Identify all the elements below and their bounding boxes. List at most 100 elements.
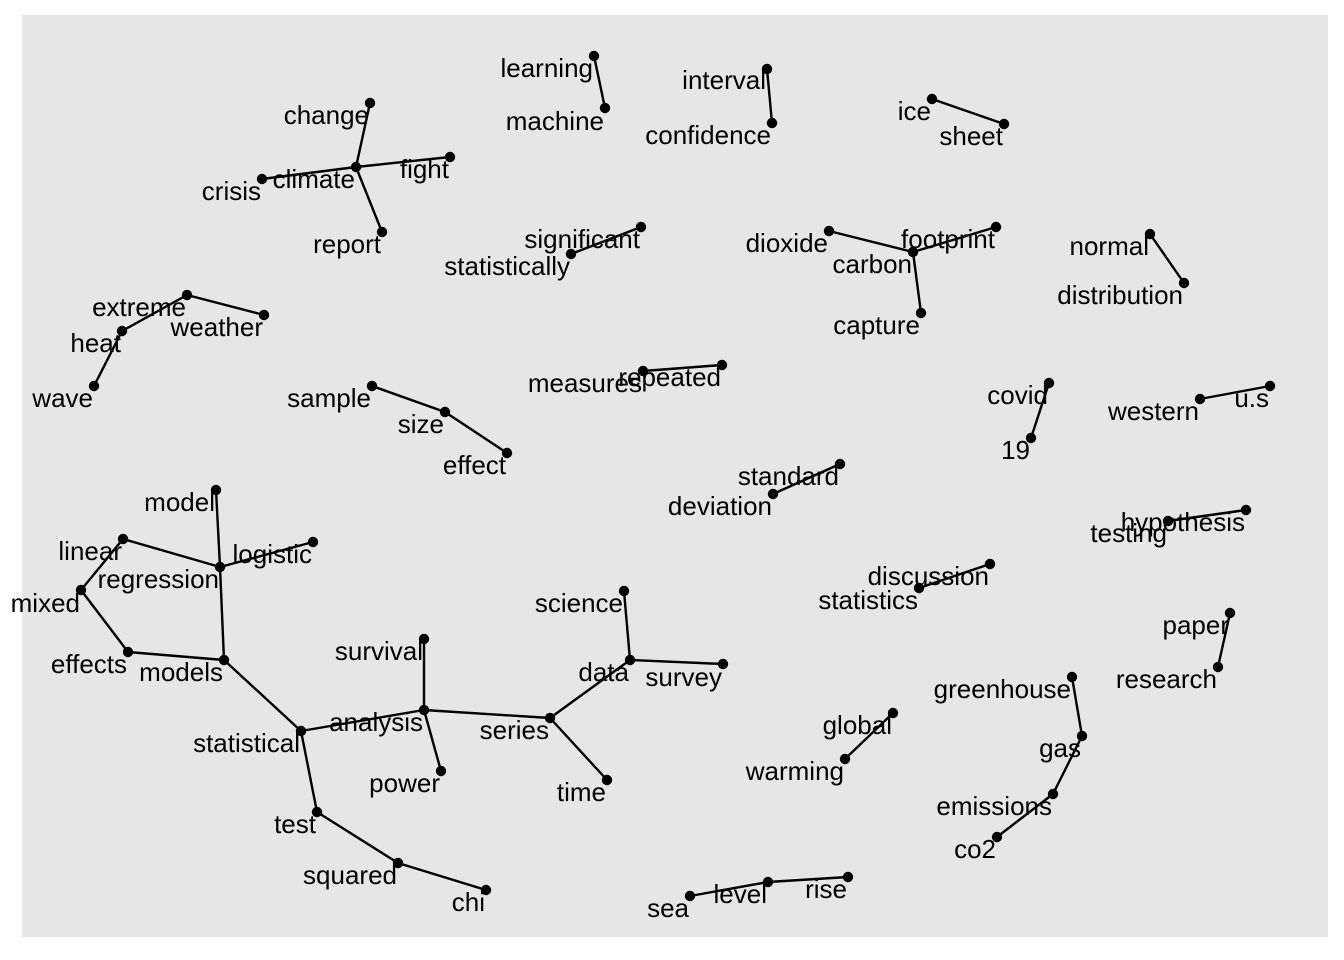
edge-interval-confidence	[765, 67, 774, 125]
edge-squared-chi	[396, 861, 488, 892]
edge-sea-level	[688, 880, 770, 898]
node-label-survey: survey	[645, 662, 722, 692]
node-dioxide	[823, 225, 835, 237]
edge-climate-fight	[354, 155, 452, 169]
edge-measures-repeated	[641, 363, 724, 373]
edge-science-data	[622, 589, 632, 662]
edge-layer	[79, 54, 1272, 898]
node-survival	[418, 633, 430, 645]
node-discussion	[984, 558, 996, 570]
node-label-machine: machine	[506, 106, 604, 136]
node-label-n19: 19	[1001, 435, 1030, 465]
node-statistically	[565, 248, 577, 260]
node-label-research: research	[1116, 664, 1217, 694]
node-distribution	[1178, 277, 1190, 289]
node-label-change: change	[284, 100, 369, 130]
node-linear	[117, 533, 129, 545]
edge-linear-regression	[121, 537, 222, 569]
edge-mixed-effects	[79, 588, 130, 654]
node-co2	[991, 831, 1003, 843]
node-chi	[480, 884, 492, 896]
node-label-testing: testing	[1090, 518, 1167, 548]
node-models	[218, 654, 230, 666]
node-label-fight: fight	[400, 154, 450, 184]
node-label-heat: heat	[70, 328, 121, 358]
node-standard	[834, 458, 846, 470]
node-effect	[501, 447, 513, 459]
node-effects	[122, 646, 134, 658]
edge-test-squared	[315, 810, 400, 865]
node-data	[624, 654, 636, 666]
edge-models-statistical	[222, 658, 303, 733]
node-significant	[635, 221, 647, 233]
edge-warming-global	[843, 711, 895, 761]
node-greenhouse	[1066, 671, 1078, 683]
node-sample	[366, 380, 378, 392]
edge-change-climate	[354, 101, 372, 169]
plot-panel	[22, 15, 1328, 937]
edge-learning-machine	[592, 54, 607, 110]
edge-gas-emissions	[1051, 734, 1084, 796]
node-label-co2: co2	[954, 834, 996, 864]
edge-extreme-weather	[185, 293, 266, 317]
node-weather	[258, 309, 270, 321]
node-label-time: time	[557, 777, 606, 807]
node-label-report: report	[313, 229, 382, 259]
edge-climate-report	[354, 165, 384, 234]
node-label-distribution: distribution	[1057, 280, 1183, 310]
edge-series-data	[548, 658, 632, 720]
node-footprint	[990, 221, 1002, 233]
node-model	[210, 484, 222, 496]
node-western	[1194, 393, 1206, 405]
node-label-greenhouse: greenhouse	[934, 674, 1071, 704]
edge-data-survey	[628, 658, 725, 666]
node-fight	[444, 151, 456, 163]
node-label-statistics: statistics	[818, 585, 918, 615]
node-label-power: power	[369, 768, 440, 798]
node-label-level: level	[714, 879, 767, 909]
node-capture	[915, 307, 927, 319]
edge-regression-models	[218, 565, 226, 662]
node-gas	[1076, 730, 1088, 742]
node-label-discussion: discussion	[868, 561, 989, 591]
node-label-weather: weather	[170, 312, 264, 342]
node-label-logistic: logistic	[233, 539, 312, 569]
node-label-hypothesis: hypothesis	[1121, 507, 1245, 537]
edge-ice-sheet	[930, 97, 1006, 126]
node-us	[1264, 380, 1276, 392]
edge-western-us	[1198, 384, 1272, 401]
node-label-gas: gas	[1039, 733, 1081, 763]
node-label-significant: significant	[524, 224, 640, 254]
node-test	[311, 806, 323, 818]
edge-statistical-test	[299, 729, 319, 814]
edge-emissions-co2	[995, 792, 1055, 839]
node-label-regression: regression	[98, 564, 219, 594]
edge-statistical-analysis	[299, 708, 426, 733]
node-testing	[1162, 515, 1174, 527]
node-repeated	[716, 359, 728, 371]
node-regression	[214, 561, 226, 573]
node-power	[435, 765, 447, 777]
node-label-linear: linear	[58, 536, 122, 566]
node-label-model: model	[144, 487, 215, 517]
node-label-measures: measures	[528, 368, 642, 398]
edge-size-effect	[443, 410, 509, 455]
node-learning	[588, 50, 600, 62]
node-logistic	[307, 536, 319, 548]
node-label-chi: chi	[452, 887, 485, 917]
node-machine	[599, 102, 611, 114]
node-label-sample: sample	[287, 383, 371, 413]
node-sheet	[998, 118, 1010, 130]
node-label-analysis: analysis	[329, 707, 423, 737]
node-label-interval: interval	[682, 65, 766, 95]
edge-crisis-climate	[260, 165, 358, 181]
node-size	[439, 406, 451, 418]
node-label-confidence: confidence	[645, 120, 771, 150]
node-label-wave: wave	[31, 383, 93, 413]
node-label-standard: standard	[738, 461, 839, 491]
edge-series-time	[548, 716, 609, 782]
edge-sample-size	[370, 384, 447, 414]
node-interval	[761, 63, 773, 75]
node-label-ice: ice	[898, 96, 931, 126]
node-statistics	[913, 582, 925, 594]
